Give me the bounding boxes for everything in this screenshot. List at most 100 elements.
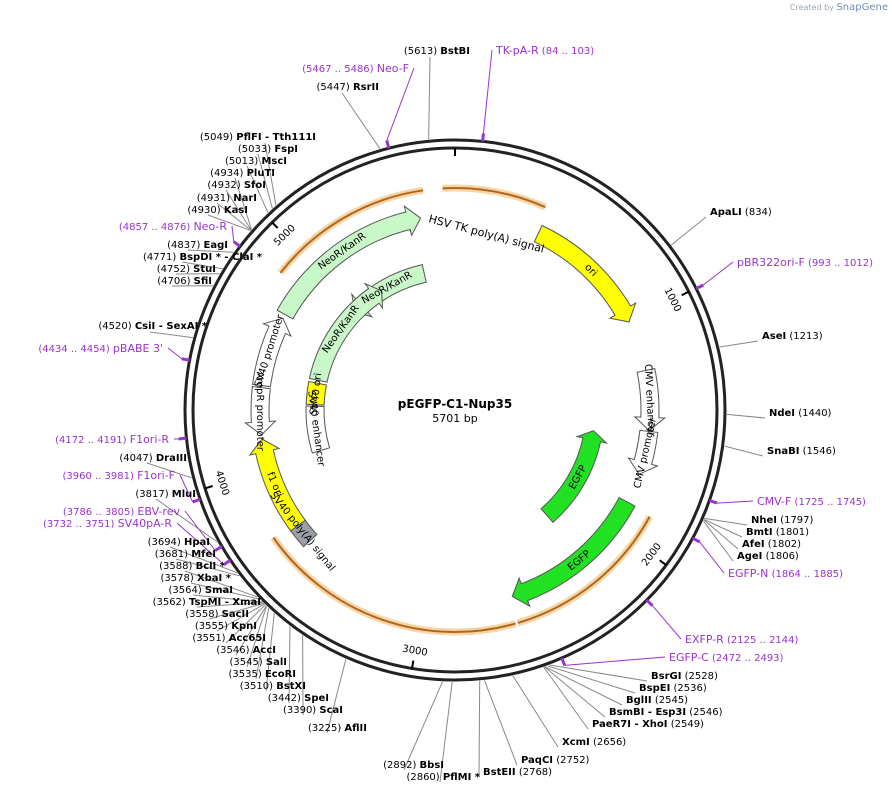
- enzyme-leader-line: [265, 613, 275, 692]
- enzyme-label: (2860) PflMI *: [406, 772, 480, 783]
- primer-range: (993 .. 1012): [805, 258, 873, 269]
- enzyme-name: AgeI: [737, 551, 762, 562]
- primer-mark: [645, 599, 654, 607]
- orange-arc: [517, 516, 651, 624]
- primer-label: EXFP-R (2125 .. 2144): [685, 633, 799, 646]
- primer-mark: [691, 536, 701, 544]
- enzyme-name: BstXI: [276, 681, 306, 692]
- enzyme-label: (4520) CsiI - SexAI *: [98, 321, 207, 332]
- credit-prefix: Created by: [789, 3, 834, 12]
- feature-name: AmpR promoter: [254, 371, 266, 451]
- primer-name: CMV-F: [757, 495, 791, 508]
- enzyme-name: SmaI: [205, 585, 233, 596]
- enzyme-label: (3558) SacII: [185, 609, 249, 620]
- enzyme-label: (3225) AflII: [308, 723, 367, 734]
- enzyme-label: PaeR7I - XhoI (2549): [592, 719, 704, 730]
- enzyme-label: (3681) MfeI: [155, 549, 216, 560]
- enzyme-label: PaqCI (2752): [521, 755, 590, 766]
- primer-label: CMV-F (1725 .. 1745): [757, 495, 866, 508]
- primer-range: (3786 .. 3805): [63, 507, 138, 518]
- primer-name: Neo-R: [193, 220, 227, 233]
- enzyme-name: KpnI: [231, 621, 257, 632]
- enzyme-position: (3562): [153, 597, 189, 608]
- enzyme-name: PaeR7I: [592, 719, 631, 730]
- enzyme-label: (3545) SalI: [229, 657, 287, 668]
- enzyme-label: (3588) BclI *: [159, 561, 226, 572]
- enzyme-label: BsrGI (2528): [651, 671, 718, 682]
- enzyme-position: (3578): [161, 573, 197, 584]
- primer-label: TK-pA-R (84 .. 103): [495, 44, 594, 57]
- enzyme-name: NdeI: [769, 408, 795, 419]
- enzyme-position: (1806): [762, 551, 799, 562]
- enzyme-position: (4706): [157, 276, 193, 287]
- enzyme-label: (5447) RsrII: [317, 82, 379, 93]
- enzyme-isoschizomer: - SexAI *: [155, 321, 207, 332]
- enzyme-label: SnaBI (1546): [767, 446, 836, 457]
- primer-leader-line: [184, 510, 216, 551]
- primer-leader-line: [652, 605, 682, 640]
- enzyme-label: (5049) PflFI - Tth111I: [200, 132, 316, 143]
- primer-leader-line: [386, 67, 415, 141]
- enzyme-name: FspI: [274, 144, 298, 155]
- enzyme-name: EcoRI: [265, 669, 296, 680]
- enzyme-leader-line: [235, 605, 267, 656]
- feature-egfp: [540, 430, 609, 524]
- enzyme-name: SalI: [266, 657, 287, 668]
- tick-mark: [659, 559, 667, 566]
- enzyme-name: PaqCI: [521, 755, 553, 766]
- enzyme-label: (2892) BbsI: [383, 760, 444, 771]
- primer-mark: [223, 558, 232, 566]
- enzyme-position: (3555): [195, 621, 231, 632]
- enzyme-position: (4752): [157, 264, 193, 275]
- enzyme-name: ApaLI: [710, 207, 742, 218]
- plasmid-length: 5701 bp: [432, 412, 477, 425]
- enzyme-label: (3390) ScaI: [283, 705, 343, 716]
- enzyme-leader-line: [225, 604, 266, 644]
- enzyme-leader-line: [543, 666, 589, 730]
- enzyme-name: StuI: [193, 264, 216, 275]
- enzyme-position: (2545): [652, 695, 689, 706]
- primer-range: (3732 .. 3751): [43, 519, 118, 530]
- enzyme-position: (3535): [229, 669, 265, 680]
- enzyme-position: (4771): [143, 252, 179, 263]
- feature-promoter: [627, 429, 659, 475]
- enzyme-position: (834): [742, 207, 772, 218]
- enzyme-leader-line: [190, 582, 260, 600]
- enzyme-position: (1213): [786, 331, 823, 342]
- feature-promoter: [243, 386, 277, 436]
- enzyme-position: (4837): [167, 240, 203, 251]
- primer-leader-line: [167, 347, 183, 360]
- enzyme-leader-line: [246, 605, 268, 668]
- enzyme-position: (1802): [765, 539, 802, 550]
- enzyme-leader-line: [547, 665, 636, 694]
- enzyme-position: (3564): [168, 585, 204, 596]
- enzyme-position: (4520): [98, 321, 134, 332]
- enzyme-position: (3225): [308, 723, 344, 734]
- enzyme-label: (4837) EagI: [167, 240, 228, 251]
- enzyme-position: (2860): [406, 772, 442, 783]
- tick-label: 1000: [662, 286, 683, 314]
- enzyme-position: (3817): [135, 489, 171, 500]
- enzyme-label: (4934) PluTI: [210, 168, 275, 179]
- enzyme-position: (3558): [185, 609, 221, 620]
- primer-name: Neo-F: [377, 62, 409, 75]
- enzyme-position: (2768): [516, 767, 553, 778]
- enzyme-label: (4047) DraIII: [119, 453, 187, 464]
- enzyme-leader-line: [257, 153, 273, 209]
- feature-name: NeoR/KanR: [321, 303, 362, 355]
- enzyme-position: (1797): [777, 515, 814, 526]
- primer-leader-line: [231, 225, 235, 242]
- primer-range: (1864 .. 1885): [768, 569, 843, 580]
- enzyme-label: (4752) StuI: [157, 264, 216, 275]
- primer-name: EBV-rev: [137, 505, 180, 518]
- orange-arc: [442, 187, 546, 209]
- primer-leader-line: [699, 541, 725, 574]
- enzyme-position: (1546): [799, 446, 836, 457]
- tick-mark: [681, 290, 690, 297]
- enzyme-leader-line: [703, 518, 743, 538]
- primer-label: EGFP-N (1864 .. 1885): [728, 567, 843, 580]
- enzyme-name: AflII: [344, 723, 367, 734]
- enzyme-label: (5613) BstBI: [404, 46, 470, 57]
- feature-promoter: [252, 317, 292, 388]
- enzyme-position: (3551): [192, 633, 228, 644]
